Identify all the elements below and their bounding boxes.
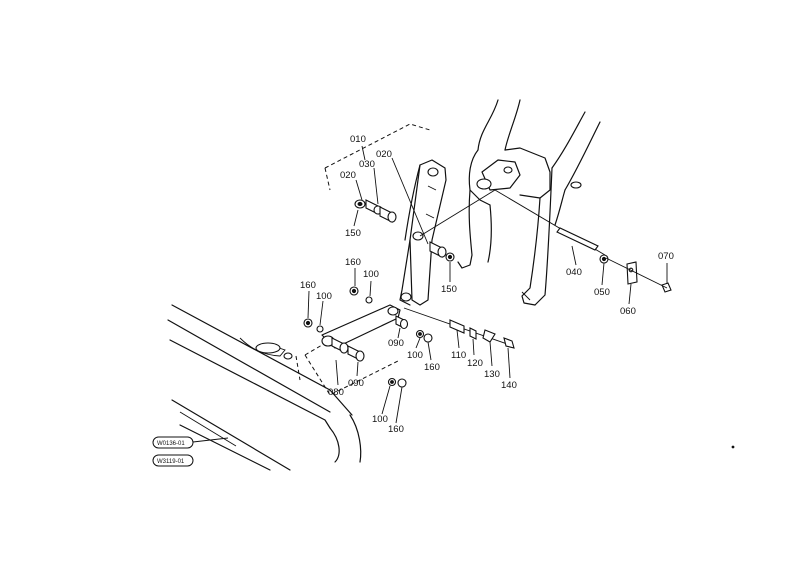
callout-090: 090 — [348, 378, 364, 389]
callout-100: 100 — [363, 269, 379, 280]
pin-shaft-040 — [494, 189, 672, 293]
bushings-upper-right — [429, 241, 455, 262]
callout-130: 130 — [484, 369, 500, 380]
mounting-bracket-010 — [324, 123, 447, 306]
reference-tag-1: W0136-01 — [157, 441, 185, 447]
callout-040: 040 — [566, 267, 582, 278]
callout-120: 120 — [467, 358, 483, 369]
reference-tag-2: W3119-01 — [157, 459, 185, 465]
callout-100: 100 — [407, 350, 423, 361]
bushings-upper-left — [354, 199, 397, 223]
callout-150: 150 — [345, 228, 361, 239]
small-pins — [403, 307, 515, 349]
callout-160: 160 — [388, 424, 404, 435]
washers-left — [303, 286, 373, 333]
callout-labels: 010 020 030 020 150 150 160 100 160 100 … — [300, 134, 674, 435]
dot-mark — [731, 445, 735, 449]
callout-070: 070 — [658, 251, 674, 262]
callout-020: 020 — [376, 149, 392, 160]
leader-lines — [307, 145, 668, 424]
callout-080: 080 — [328, 387, 344, 398]
callout-160: 160 — [424, 362, 440, 373]
callout-160: 160 — [300, 280, 316, 291]
bushings-link — [331, 315, 433, 388]
assembly-leader-line — [419, 189, 496, 237]
callout-160: 160 — [345, 257, 361, 268]
tractor-body — [167, 304, 362, 471]
callout-110: 110 — [451, 350, 466, 361]
callout-090: 090 — [388, 338, 404, 349]
callout-150: 150 — [441, 284, 457, 295]
callout-100: 100 — [316, 291, 332, 302]
callout-060: 060 — [620, 306, 636, 317]
callout-010: 010 — [350, 134, 366, 145]
callout-050: 050 — [594, 287, 610, 298]
figure-references: W0136-01 W3119-01 — [152, 436, 229, 467]
callout-030: 030 — [359, 159, 375, 170]
callout-140: 140 — [501, 380, 517, 391]
loader-boom-arm — [457, 99, 601, 306]
callout-020: 020 — [340, 170, 356, 181]
callout-100: 100 — [372, 414, 388, 425]
